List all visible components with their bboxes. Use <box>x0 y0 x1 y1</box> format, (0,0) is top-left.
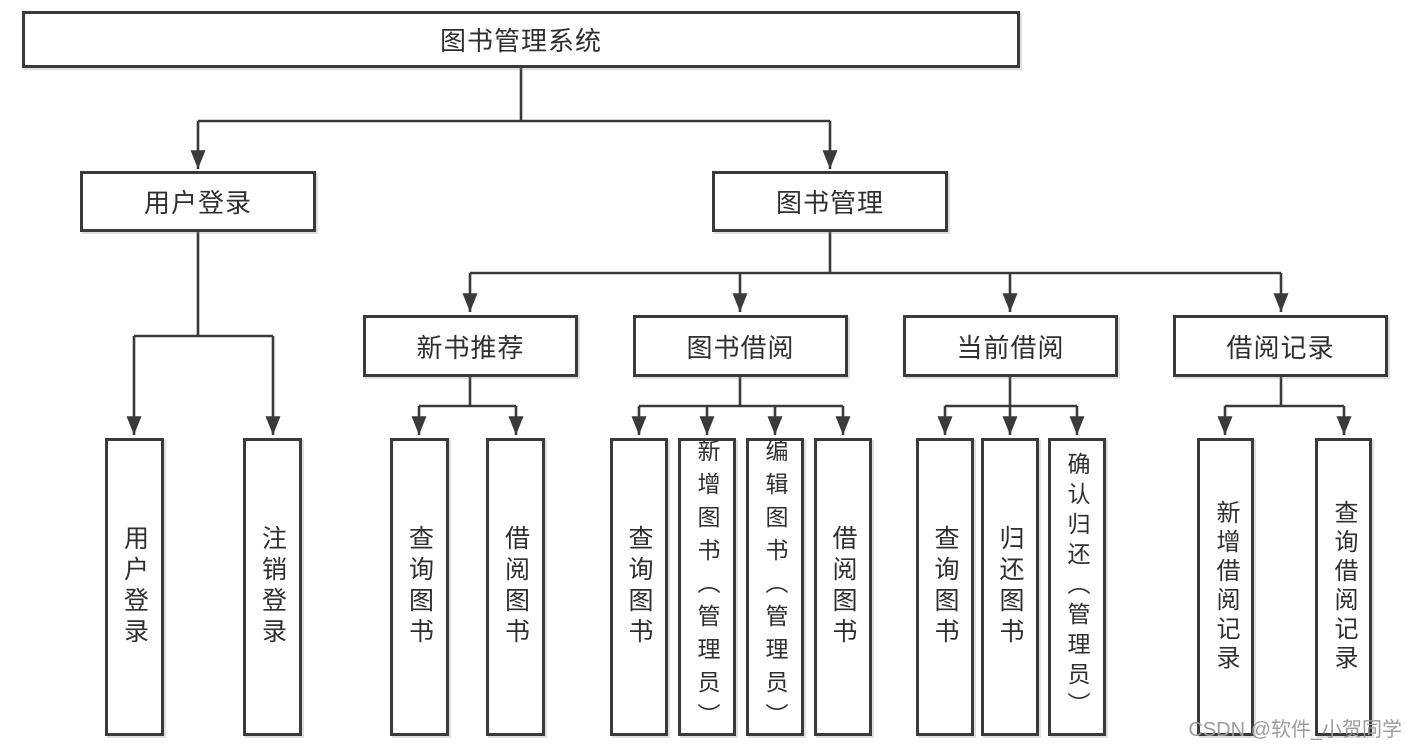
leaf-borrow-books-2: 借阅图书 <box>814 438 872 736</box>
node-book-management: 图书管理 <box>712 171 948 232</box>
node-label: 图书管理 <box>775 188 884 218</box>
leaf-label: 查询借阅记录 <box>1330 500 1357 674</box>
leaf-borrow-books-1: 借阅图书 <box>486 438 545 736</box>
leaf-query-books-2: 查询图书 <box>610 438 668 736</box>
node-user-login: 用户登录 <box>80 171 316 232</box>
leaf-logout: 注销登录 <box>243 438 302 736</box>
leaf-label: 确认归还（管理员） <box>1064 452 1090 722</box>
leaf-label: 查询图书 <box>625 525 653 649</box>
leaf-add-books-admin: 新增图书（管理员） <box>678 438 736 736</box>
leaf-user-login: 用户登录 <box>105 438 164 736</box>
node-label: 新书推荐 <box>416 332 525 363</box>
leaf-query-borrow-record: 查询借阅记录 <box>1315 438 1372 736</box>
leaf-label: 借阅图书 <box>829 525 857 649</box>
node-label: 用户登录 <box>143 188 252 218</box>
csdn-watermark: CSDN @软件_小贺同学 <box>1188 719 1402 741</box>
leaf-label: 查询图书 <box>931 525 959 649</box>
leaf-label: 编辑图书（管理员） <box>762 438 788 736</box>
node-label: 当前借阅 <box>956 332 1065 363</box>
leaf-query-books-1: 查询图书 <box>390 438 449 736</box>
leaf-confirm-return-admin: 确认归还（管理员） <box>1048 438 1106 736</box>
node-label: 图书管理系统 <box>439 26 602 56</box>
node-book-borrowing: 图书借阅 <box>633 315 848 377</box>
leaf-label: 注销登录 <box>258 525 287 649</box>
leaf-add-borrow-record: 新增借阅记录 <box>1197 438 1254 736</box>
leaf-label: 归还图书 <box>996 525 1024 649</box>
node-borrowing-records: 借阅记录 <box>1173 315 1388 377</box>
leaf-label: 新增借阅记录 <box>1212 500 1239 674</box>
node-label: 借阅记录 <box>1226 332 1335 363</box>
node-current-borrowing: 当前借阅 <box>903 315 1118 377</box>
leaf-label: 新增图书（管理员） <box>694 438 720 736</box>
node-label: 图书借阅 <box>686 332 795 363</box>
node-new-book-recommend: 新书推荐 <box>363 315 578 377</box>
leaf-return-books: 归还图书 <box>981 438 1039 736</box>
node-library-management-system: 图书管理系统 <box>22 11 1020 68</box>
leaf-query-books-3: 查询图书 <box>916 438 974 736</box>
leaf-label: 查询图书 <box>405 525 434 649</box>
leaf-edit-books-admin: 编辑图书（管理员） <box>746 438 804 736</box>
leaf-label: 借阅图书 <box>501 525 530 649</box>
leaf-label: 用户登录 <box>120 525 149 649</box>
